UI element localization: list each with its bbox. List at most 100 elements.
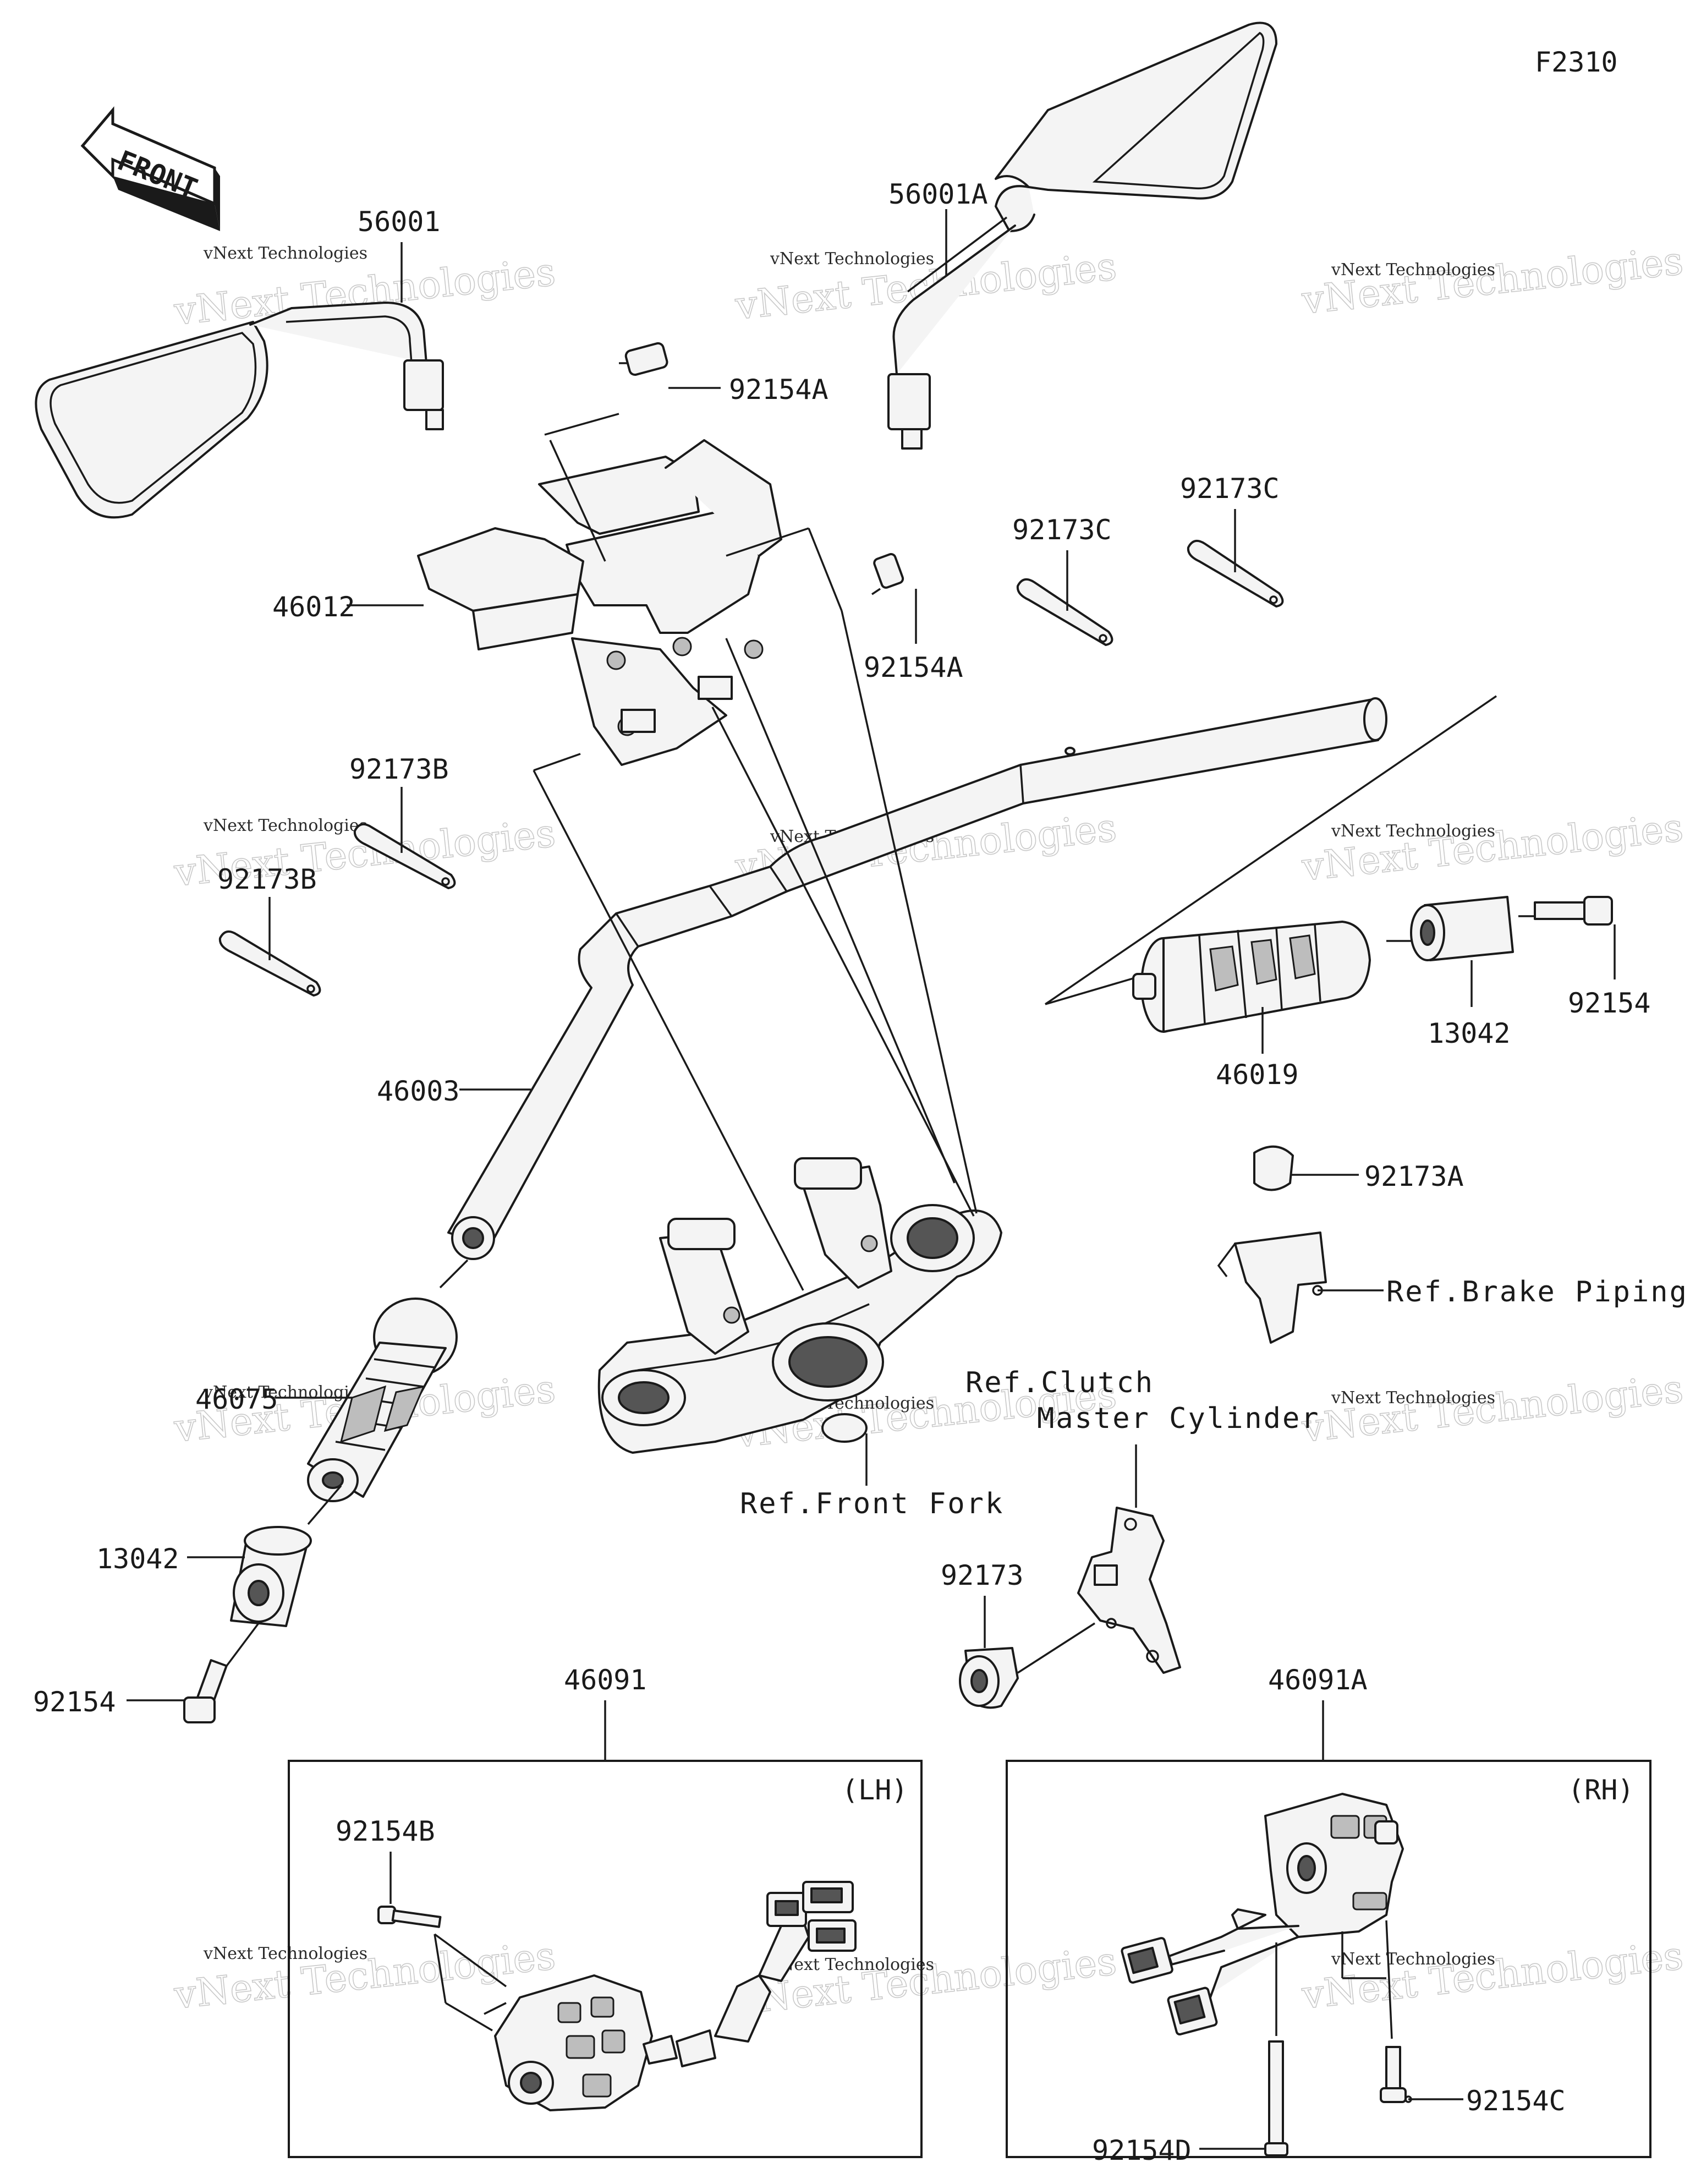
label-46012: 46012 <box>272 591 355 623</box>
leader-holder-4 <box>808 528 843 611</box>
screw-c <box>1380 2046 1407 2103</box>
clamp <box>959 1647 1019 1709</box>
leader-screw-c-link <box>1385 1920 1393 2039</box>
label-46003: 46003 <box>377 1075 460 1107</box>
leader-weight-left-link <box>307 1485 342 1525</box>
leader-bridge-4 <box>841 610 978 1214</box>
svg-text:vNext Technologies: vNext Technologies <box>203 244 367 263</box>
label-46091: 46091 <box>564 1664 647 1696</box>
band-c-1 <box>1016 578 1113 646</box>
label-46091A: 46091A <box>1268 1664 1368 1696</box>
leader-92173-link <box>1017 1622 1095 1674</box>
leader-screw-b-1 <box>434 1933 507 1988</box>
bolt-top-1 <box>619 342 668 376</box>
svg-text:vNext Technologies: vNext Technologies <box>770 1955 934 1974</box>
label-92154B: 92154B <box>336 1815 435 1847</box>
mirror-left <box>35 302 444 519</box>
front-arrow-icon: FRONT <box>80 106 220 231</box>
leader-holder-5 <box>533 753 581 771</box>
leader-holder-3 <box>726 527 809 557</box>
weight-right <box>1410 896 1514 961</box>
leader-handlebar-right-2 <box>1045 976 1139 1005</box>
watermark-3: vNext Technologies vNext Technologies <box>1299 238 1686 324</box>
label-92154A-2: 92154A <box>864 652 963 683</box>
svg-text:vNext Technologies: vNext Technologies <box>1299 805 1685 890</box>
screw-b <box>377 1906 442 1928</box>
label-56001A: 56001A <box>888 178 988 210</box>
label-46075: 46075 <box>195 1383 278 1415</box>
label-92173C-1: 92173C <box>1012 514 1112 546</box>
switch-right <box>1121 1793 1404 2036</box>
clutch-bracket <box>1077 1507 1181 1674</box>
ref-clutch-line2: Master Cylinder <box>1037 1402 1320 1435</box>
leader-holder-1 <box>544 413 619 436</box>
leader-grip-left-link <box>439 1259 469 1289</box>
leader-screw-b-3 <box>445 2002 493 2032</box>
svg-text:vNext Technologies: vNext Technologies <box>770 249 934 269</box>
band-b-2 <box>218 930 321 997</box>
mirror-right <box>887 21 1277 450</box>
watermark-group: vNext Technologies vNext Technologies vN… <box>171 238 1686 2024</box>
svg-text:vNext Technologies: vNext Technologies <box>203 1944 367 1963</box>
grip-right <box>1132 921 1371 1033</box>
label-13042-left: 13042 <box>96 1543 179 1575</box>
leader-handlebar-right-1 <box>1045 695 1497 1005</box>
ref-brake-piping: Ref.Brake Piping <box>1386 1276 1688 1309</box>
ref-front-fork: Ref.Front Fork <box>740 1487 1004 1520</box>
bolt-right <box>1534 896 1613 926</box>
grip-left <box>307 1298 458 1502</box>
handlebar <box>447 697 1387 1260</box>
label-92154A-1: 92154A <box>729 374 828 406</box>
band-b-1 <box>353 823 456 889</box>
label-92154C: 92154C <box>1466 2085 1566 2117</box>
leader-bridge-3 <box>725 638 956 1184</box>
label-92154-right: 92154 <box>1568 987 1651 1019</box>
leader-holder-2 <box>549 440 606 562</box>
handlebar-holder <box>417 439 782 766</box>
svg-text:vNext Technologies: vNext Technologies <box>1331 1388 1495 1408</box>
label-56001: 56001 <box>358 206 441 238</box>
watermark-6: vNext Technologies vNext Technologies <box>1299 804 1686 890</box>
band-c-2 <box>1187 539 1284 607</box>
screw-c-point <box>1404 2095 1412 2103</box>
leader-bridge-1 <box>533 770 804 1291</box>
leader-bridge-2 <box>711 707 975 1217</box>
svg-text:vNext Technologies: vNext Technologies <box>1299 1933 1685 2018</box>
svg-text:vNext Technologies: vNext Technologies <box>1331 1950 1495 1969</box>
label-46019: 46019 <box>1216 1059 1299 1091</box>
clamp-a <box>1217 1145 1327 1344</box>
label-92173B-2: 92173B <box>217 863 317 895</box>
svg-text:vNext Technologies: vNext Technologies <box>203 816 367 835</box>
label-92173A: 92173A <box>1364 1161 1464 1192</box>
label-92173C-2: 92173C <box>1180 473 1280 505</box>
ref-clutch-line1: Ref.Clutch <box>965 1366 1154 1399</box>
label-92173B-1: 92173B <box>349 753 449 785</box>
bolt-left <box>183 1659 228 1723</box>
screw-d <box>1264 2040 1288 2156</box>
label-13042-right: 13042 <box>1428 1017 1511 1049</box>
leader-screw-b-2 <box>434 1934 447 2004</box>
svg-text:vNext Technologies: vNext Technologies <box>1331 260 1495 280</box>
switch-left <box>484 1881 857 2111</box>
leader-bolt-left-link <box>224 1622 260 1668</box>
label-92154D: 92154D <box>1092 2134 1192 2166</box>
figure-code: F2310 <box>1535 46 1618 78</box>
brake-piping-point <box>1312 1285 1323 1296</box>
weight-left <box>230 1526 312 1627</box>
box-lh <box>288 1760 923 2158</box>
svg-text:vNext Technologies: vNext Technologies <box>1299 238 1685 323</box>
bolt-top-2 <box>871 553 904 595</box>
top-bridge <box>597 1157 1002 1454</box>
watermark-12: vNext Technologies vNext Technologies <box>1299 1933 1686 2018</box>
watermark-10: vNext Technologies vNext Technologies <box>171 1933 558 2018</box>
box-rh <box>1006 1760 1651 2158</box>
box-rh-tag: (RH) <box>1568 1774 1634 1806</box>
watermark-9: vNext Technologies vNext Technologies <box>1299 1366 1686 1452</box>
svg-text:vNext Technologies: vNext Technologies <box>1331 822 1495 841</box>
svg-text:vNext Technologies: vNext Technologies <box>1299 1366 1685 1451</box>
box-lh-tag: (LH) <box>842 1774 908 1806</box>
label-92154-left: 92154 <box>33 1686 116 1718</box>
svg-text:vNext Technologies: vNext Technologies <box>203 1383 367 1402</box>
label-92173: 92173 <box>941 1559 1024 1591</box>
